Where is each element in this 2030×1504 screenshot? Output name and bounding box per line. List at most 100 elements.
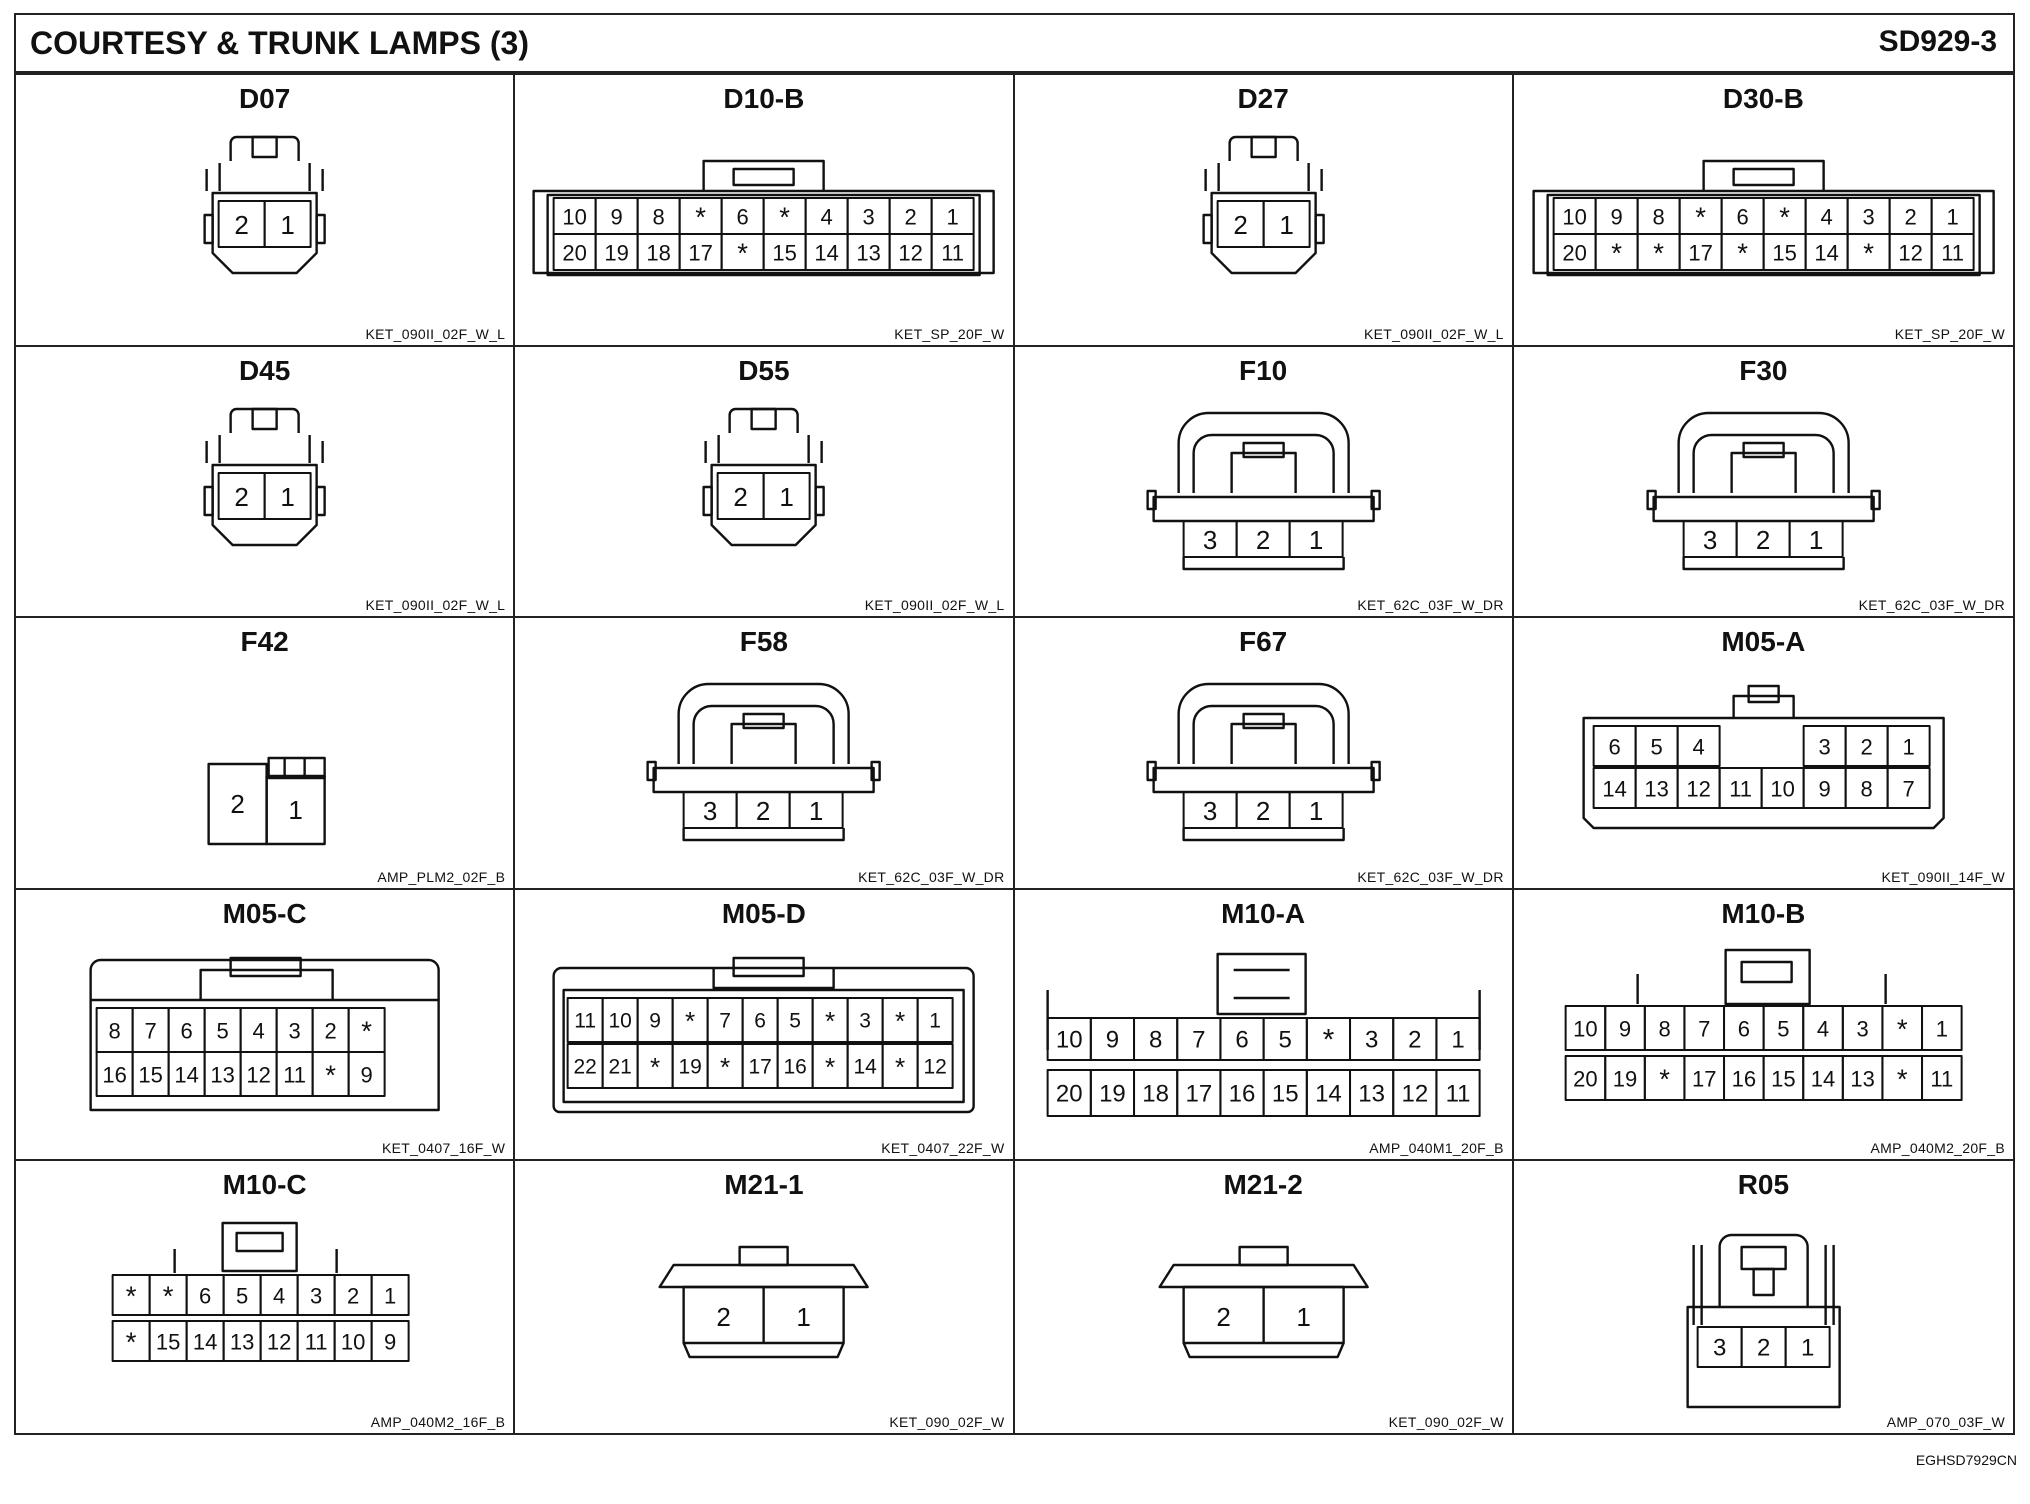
connector-outline	[315, 485, 326, 516]
connector-outline	[1718, 1234, 1809, 1308]
pin-label: *	[685, 1006, 695, 1036]
connector-code: KET_090_02F_W	[1388, 1414, 1504, 1430]
pin-label: 12	[267, 1330, 291, 1355]
connector-outline	[552, 966, 976, 1113]
pin-label: 1	[280, 482, 294, 512]
connector-name: M05-C	[222, 897, 307, 929]
connector-outline	[1870, 489, 1881, 510]
pin-label: 6	[737, 205, 749, 230]
connector-name: D27	[1237, 83, 1289, 114]
connector-code: KET_0407_16F_W	[381, 1140, 506, 1157]
connector-outline	[265, 774, 326, 846]
pin-label: *	[895, 1006, 905, 1036]
pin-label: 17	[1185, 1080, 1212, 1107]
pin-label: *	[1322, 1023, 1334, 1056]
connector-outline	[1546, 193, 1981, 277]
pin-label: 5	[1777, 1016, 1789, 1041]
connector-outline	[1241, 441, 1285, 458]
connector-outline	[732, 167, 796, 187]
connector-name: F42	[240, 626, 289, 658]
pin-label: 15	[1771, 1066, 1795, 1091]
pin-cavity	[1784, 1326, 1831, 1369]
pin-label: 14	[174, 1062, 198, 1087]
connector-code: KET_62C_03F_W_DR	[1357, 597, 1504, 614]
pin-label: 2	[234, 210, 248, 240]
connector-outline	[1582, 716, 1945, 830]
connector-outline	[712, 967, 836, 989]
connector-outline	[1313, 213, 1325, 245]
pin-label: 14	[1602, 777, 1626, 802]
connector-outline	[1181, 828, 1345, 842]
pin-label: 2	[1757, 1335, 1770, 1362]
connector-outline	[658, 1264, 870, 1289]
pin-label: 17	[689, 241, 713, 266]
connector-outline	[1181, 556, 1345, 570]
connector-outline	[1686, 1306, 1841, 1409]
pin-label: 11	[1930, 1066, 1953, 1091]
pin-cavity	[1930, 233, 1975, 271]
pin-label: *	[1659, 1063, 1670, 1094]
pin-label: 4	[1817, 1016, 1829, 1041]
pin-label: 15	[1271, 1080, 1298, 1107]
connector-outline	[229, 956, 302, 977]
pin-label: 1	[1801, 1335, 1814, 1362]
pin-label: 3	[1364, 1026, 1377, 1053]
pin-label: 1	[1902, 735, 1914, 760]
connector-outline	[1677, 411, 1850, 493]
pin-cavity	[1676, 725, 1721, 768]
pin-label: 2	[717, 1302, 731, 1332]
connector-outline	[1209, 191, 1317, 275]
pin-label: 1	[797, 1302, 811, 1332]
pin-label: 6	[1736, 205, 1748, 230]
pin-label: *	[361, 1015, 372, 1046]
pin-label: 2	[1233, 210, 1247, 240]
sheet-header: COURTESY & TRUNK LAMPS (3) SD929-3	[16, 15, 2013, 75]
pin-cavity	[788, 791, 844, 830]
connector-outline	[1646, 489, 1657, 510]
pin-label: 9	[361, 1062, 373, 1087]
pin-label: 2	[1860, 735, 1872, 760]
pin-label: *	[1737, 238, 1748, 269]
pin-label: 3	[1713, 1335, 1726, 1362]
pin-label: 11	[941, 241, 964, 266]
pin-label: 1	[384, 1284, 396, 1309]
connector-outline	[1692, 433, 1835, 493]
pin-label: 18	[1142, 1080, 1169, 1107]
pin-label: *	[325, 1059, 336, 1090]
connector-code: KET_62C_03F_W_DR	[1357, 868, 1504, 885]
pin-label: 1	[280, 210, 294, 240]
connector-outline	[546, 193, 982, 277]
pin-label: 5	[1650, 735, 1662, 760]
pin-cavity	[370, 1274, 410, 1317]
pin-label: *	[163, 1281, 174, 1312]
pin-label: 20	[1562, 241, 1586, 266]
connector-code: KET_090II_02F_W_L	[864, 597, 1005, 614]
pin-label: 9	[611, 205, 623, 230]
connector-outline	[652, 766, 876, 794]
pin-label: 15	[156, 1330, 180, 1355]
pin-label: 3	[1703, 525, 1717, 555]
pin-label: 20	[1573, 1066, 1597, 1091]
pin-label: 1	[1279, 210, 1293, 240]
pin-label: 17	[749, 1055, 772, 1078]
pin-label: 4	[1692, 735, 1704, 760]
connector-name: R05	[1737, 1169, 1790, 1201]
connector-name: D45	[238, 354, 291, 386]
pin-label: 12	[1686, 777, 1710, 802]
connector-outline	[1229, 451, 1297, 493]
pin-label: 14	[193, 1330, 217, 1355]
connector-diagram: 3 2 1	[1686, 1234, 1841, 1409]
pin-label: 14	[1315, 1080, 1342, 1107]
connector-outline	[710, 463, 818, 546]
